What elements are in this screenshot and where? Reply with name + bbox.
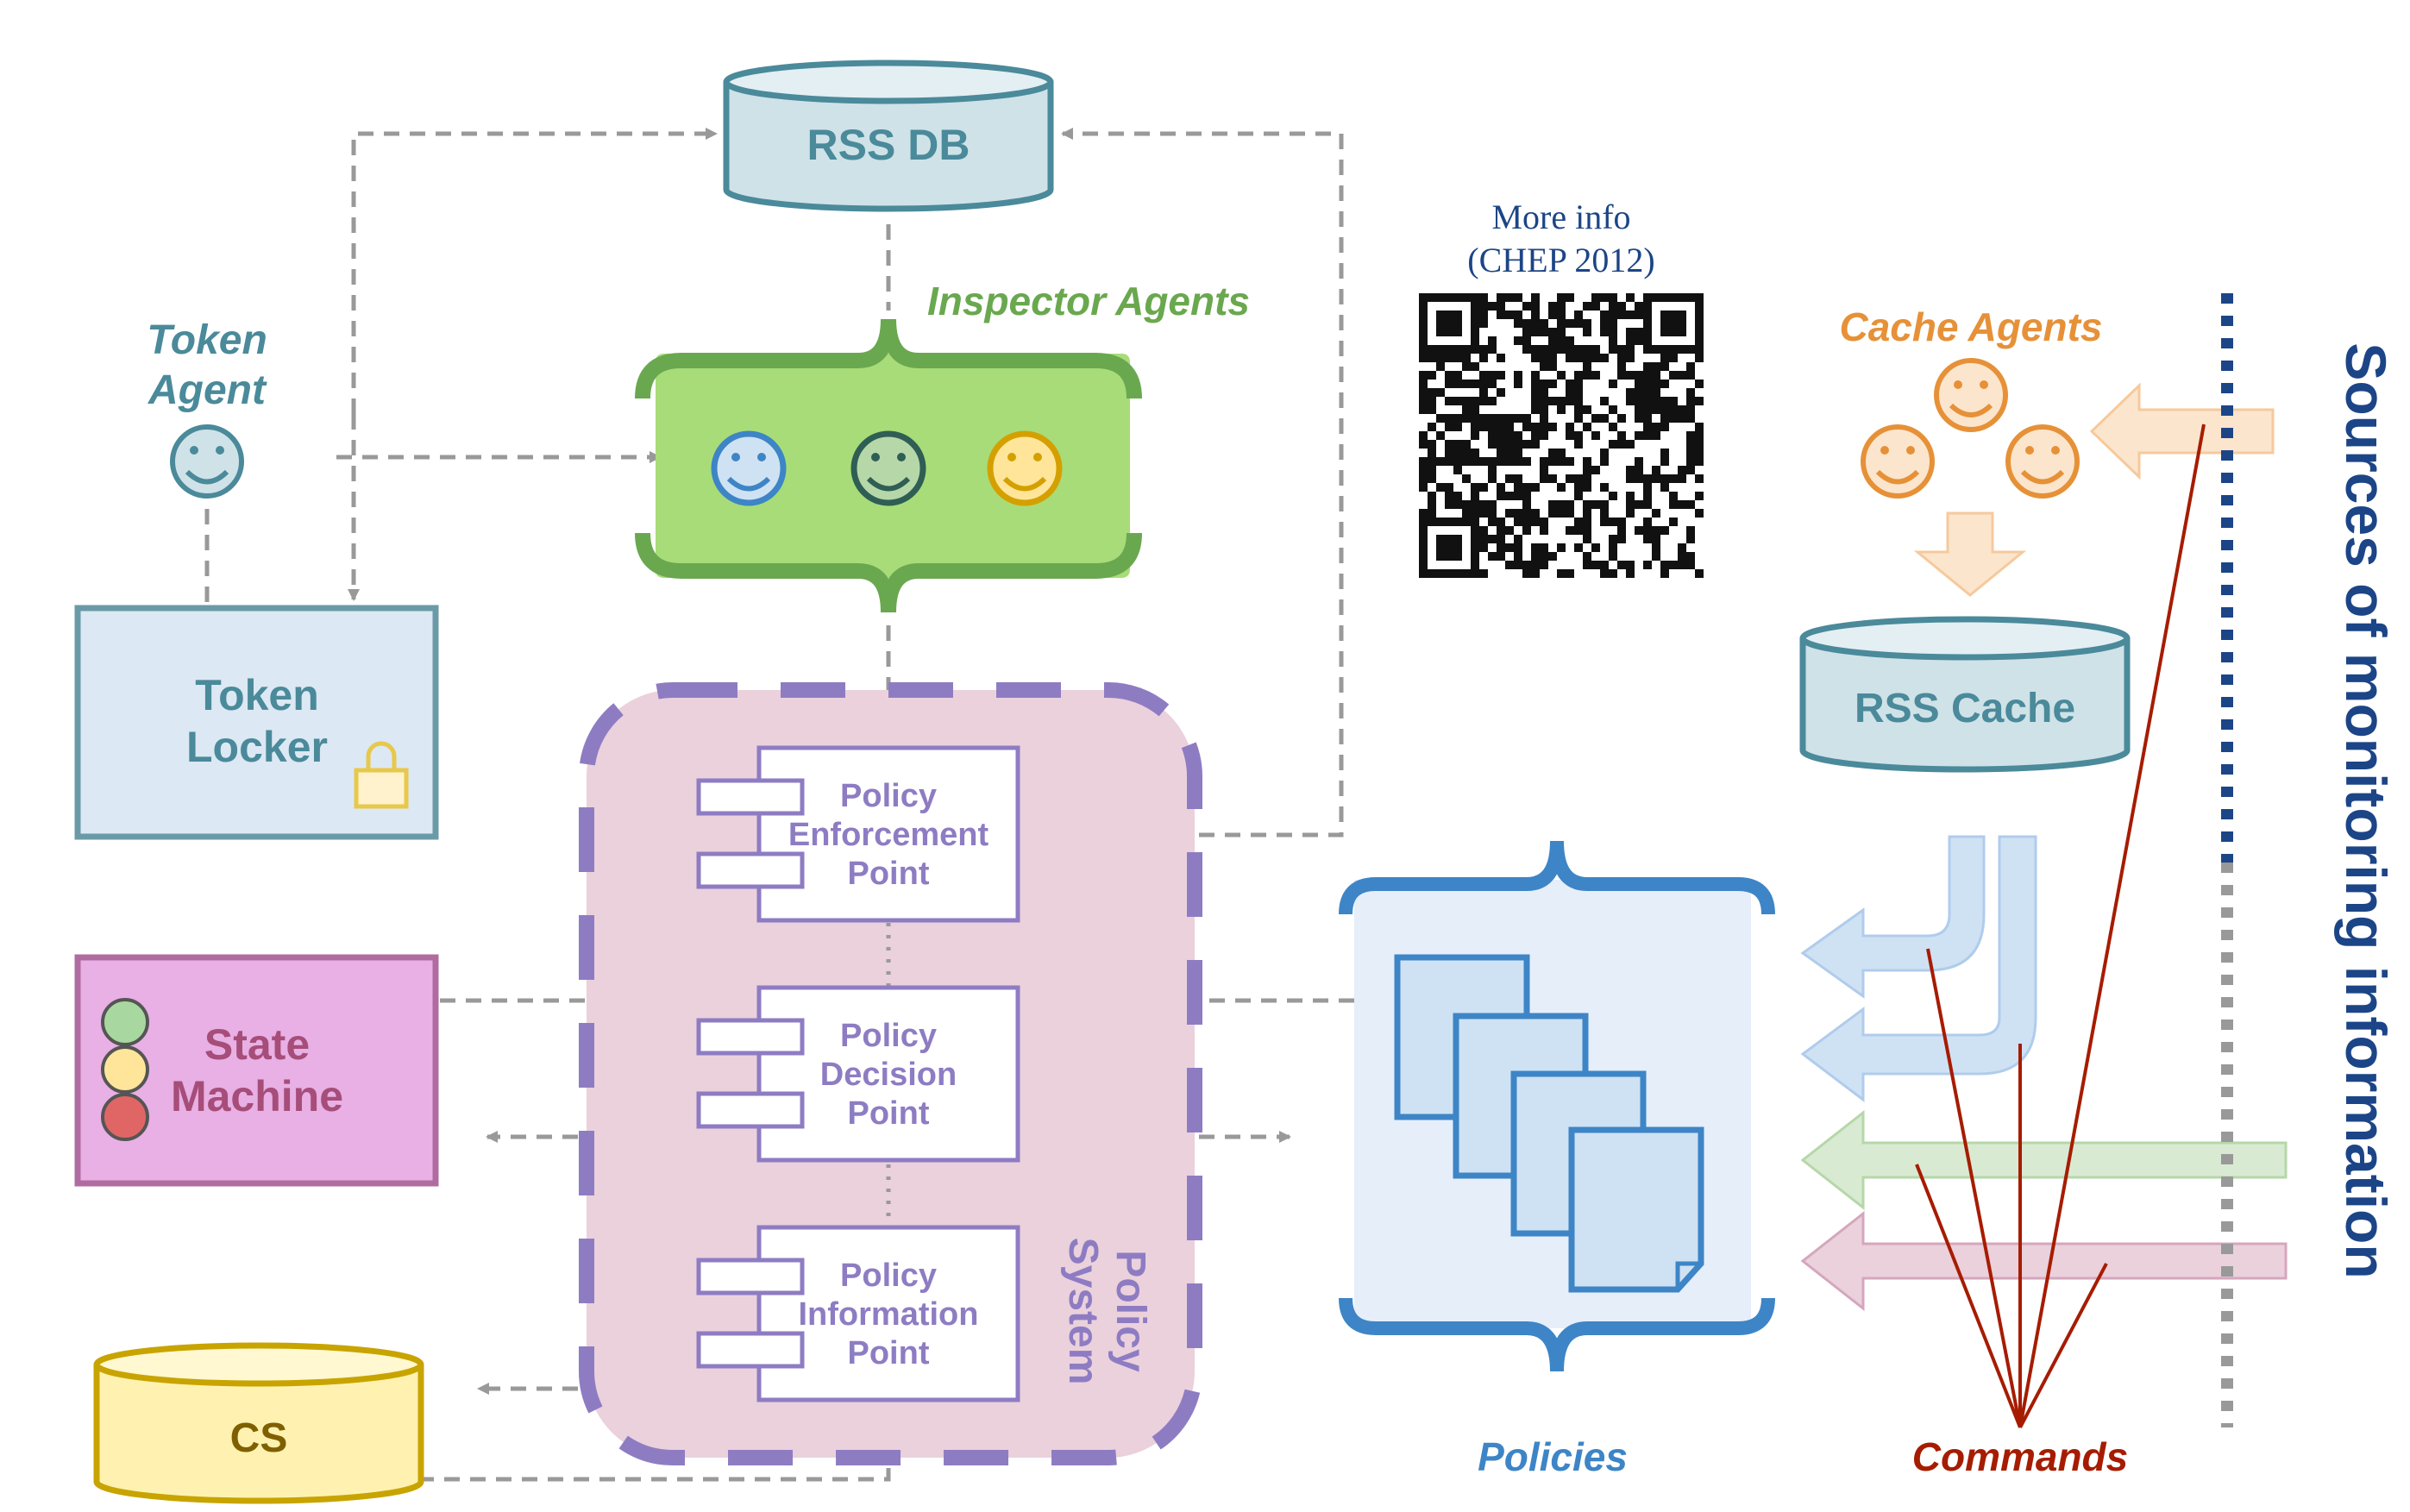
document-icon [1568, 1126, 1704, 1293]
pdp-label-1: Policy [840, 1018, 937, 1054]
commands-lines [1915, 423, 2206, 1428]
token-locker-label-1: Token [195, 671, 319, 719]
arrow-pink [1800, 1210, 2288, 1312]
policy-system-label-1: Policy [1108, 1250, 1153, 1372]
arrow-blue-lower [1800, 835, 2037, 1103]
state-machine-box: State Machine [74, 954, 439, 1187]
pdp-label-3: Point [848, 1095, 930, 1132]
pep-component: Policy Enforcement Point [696, 745, 1020, 923]
policies-label: Policies [1478, 1434, 1628, 1479]
more-info-label-2: (CHEP 2012) [1467, 241, 1654, 279]
state-machine-label-2: Machine [171, 1072, 343, 1120]
rss-db-label: RSS DB [807, 121, 970, 169]
commands-label: Commands [1912, 1434, 2128, 1479]
pdp-label-2: Decision [820, 1057, 957, 1093]
inspector-agents-label: Inspector Agents [927, 279, 1250, 323]
arrow-green [1800, 1109, 2288, 1211]
smiley-icon [711, 430, 787, 506]
pip-label-1: Policy [840, 1258, 937, 1294]
smiley-icon [2005, 424, 2080, 499]
pep-label-2: Enforcement [788, 817, 989, 853]
arrow-blue-upper [1800, 835, 1986, 999]
pdp-component: Policy Decision Point [696, 985, 1020, 1163]
smiley-icon [1861, 424, 1935, 499]
token-locker-label-2: Locker [186, 723, 328, 771]
pep-label-1: Policy [840, 778, 937, 814]
source-arrows [1800, 835, 2288, 1312]
inspector-agents-box [635, 318, 1142, 613]
token-agent-label-2: Agent [147, 367, 267, 413]
policy-system: Policy Enforcement Point Policy Decision… [579, 682, 1202, 1465]
cache-agents-label: Cache Agents [1839, 304, 2102, 349]
arrow-down-to-rss-cache [1913, 511, 2027, 597]
rss-db-cylinder: RSS DB [723, 60, 1054, 212]
cs-label: CS [230, 1415, 288, 1461]
rss-cache-cylinder: RSS Cache [1799, 616, 2131, 773]
arrow-into-cache-agents [2089, 382, 2275, 480]
token-agent-label-1: Token [147, 317, 267, 363]
pep-label-3: Point [848, 856, 930, 892]
cs-cylinder: CS [93, 1342, 424, 1504]
rss-cache-label: RSS Cache [1855, 686, 2075, 731]
token-locker-box: Token Locker [74, 605, 439, 840]
smiley-icon [1934, 358, 2008, 432]
traffic-light-icon [101, 998, 149, 1141]
qr-code-icon [1419, 293, 1704, 578]
more-info-label-1: More info [1491, 198, 1630, 236]
smiley-icon [987, 430, 1063, 506]
connector-locker-rssdb [351, 128, 718, 414]
pip-label-3: Point [848, 1335, 930, 1371]
lock-icon [354, 741, 409, 809]
policy-system-label-2: System [1060, 1238, 1106, 1385]
sources-label: Sources of monitoring information [2334, 342, 2398, 1278]
policies-box [1339, 840, 1775, 1372]
pip-label-2: Information [799, 1296, 979, 1333]
smiley-icon [170, 424, 244, 499]
smiley-icon [850, 430, 926, 506]
state-machine-label-1: State [204, 1020, 310, 1069]
pip-component: Policy Information Point [696, 1225, 1020, 1402]
